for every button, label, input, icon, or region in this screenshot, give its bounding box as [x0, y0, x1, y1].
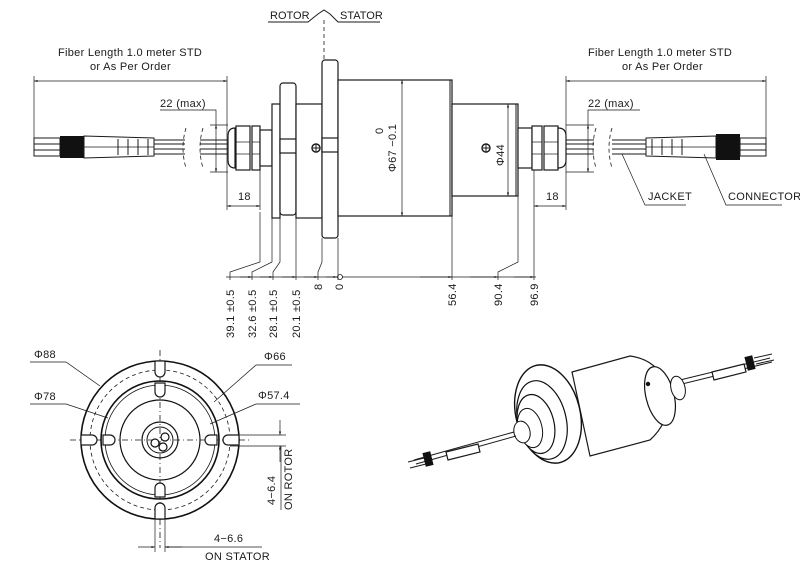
stator-body — [337, 79, 519, 217]
rotor-holes: 4−6.4 — [266, 476, 278, 505]
rotor-slots — [102, 382, 218, 498]
stator-holes-note: ON STATOR — [205, 551, 270, 563]
gland-left-length-dim: 18 — [226, 170, 261, 210]
fiber-length-right-line1: Fiber Length 1.0 meter STD — [588, 47, 732, 59]
axial-dimensions: 39.1 ±0.5 32.6 ±0.5 28.1 ±0.5 20.1 ±0.5 … — [225, 196, 541, 338]
rotor-label: ROTOR — [270, 10, 310, 22]
body-diameter-upper-tol: 0 — [374, 128, 386, 134]
fiber-length-left: Fiber Length 1.0 meter STD or As Per Ord… — [33, 47, 228, 200]
dim-96-9: 96.9 — [529, 283, 541, 306]
fiber-length-left-line2: or As Per Order — [90, 61, 171, 73]
jacket-label: JACKET — [648, 191, 692, 203]
side-view: ROTOR STATOR Fiber Length 1.0 meter STD … — [33, 9, 800, 338]
rotor-holes-note: ON ROTOR — [283, 449, 295, 510]
stator-hole-dim: 4−6.6 ON STATOR — [138, 519, 270, 563]
fiber-length-right-line2: or As Per Order — [622, 61, 703, 73]
gland-right-max-dim: 22 (max) — [566, 98, 640, 173]
gland-right-length: 18 — [546, 191, 559, 203]
dim-56-4: 56.4 — [447, 283, 459, 306]
left-cable-gland — [227, 125, 273, 171]
dia-88: Φ88 — [34, 349, 56, 361]
body-diameter: Φ67 −0.1 — [387, 124, 399, 172]
dim-0: 0 — [334, 284, 346, 290]
dim-32-6: 32.6 ±0.5 — [247, 290, 259, 339]
isometric-view — [407, 353, 775, 469]
dim-39-1: 39.1 ±0.5 — [225, 290, 237, 339]
gland-right-length-dim: 18 — [533, 76, 567, 210]
body-diameter-dim: Φ67 −0.1 0 — [374, 80, 404, 216]
fiber-length-right: Fiber Length 1.0 meter STD or As Per Ord… — [566, 47, 767, 138]
shaft-diameter: Φ44 — [495, 144, 507, 166]
front-view: Φ88 Φ78 Φ66 Φ57.4 4−6.4 ON ROTOR 4−6.6 — [30, 349, 300, 563]
right-cable-gland — [517, 125, 567, 171]
rotor-hole-dim: 4−6.4 ON ROTOR — [230, 420, 295, 510]
stator-slots — [80, 360, 240, 520]
gland-left-max: 22 (max) — [160, 98, 206, 110]
left-fiber-connector — [33, 127, 228, 169]
gland-left-length: 18 — [238, 191, 251, 203]
dia-66: Φ66 — [264, 351, 286, 363]
stator-holes: 4−6.6 — [214, 533, 243, 545]
rotor-body — [271, 59, 339, 239]
gland-right-max: 22 (max) — [588, 98, 634, 110]
connector-label: CONNECTOR — [728, 191, 800, 203]
dim-8: 8 — [313, 284, 325, 290]
front-diameter-labels: Φ88 Φ78 Φ66 Φ57.4 — [30, 349, 300, 425]
dia-78: Φ78 — [34, 391, 56, 403]
connector-callout: CONNECTOR — [703, 153, 800, 206]
fiber-length-left-line1: Fiber Length 1.0 meter STD — [58, 47, 202, 59]
right-fiber-connector — [566, 127, 767, 169]
dim-20-1: 20.1 ±0.5 — [291, 290, 303, 339]
dia-57-4: Φ57.4 — [258, 390, 290, 402]
dim-90-4: 90.4 — [493, 283, 505, 306]
jacket-callout: JACKET — [621, 153, 692, 206]
shaft-diameter-dim: Φ44 — [495, 104, 510, 196]
gland-left-max-dim: 22 (max) — [160, 98, 228, 173]
stator-label: STATOR — [340, 10, 383, 22]
rotor-stator-divider: ROTOR STATOR — [268, 9, 383, 60]
dim-28-1: 28.1 ±0.5 — [268, 290, 280, 339]
